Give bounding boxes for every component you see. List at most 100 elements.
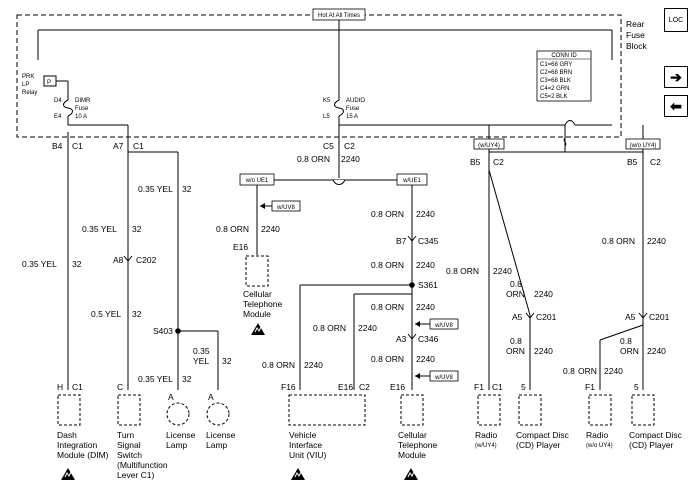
wire-viu1-label: 0.8 ORN [313, 323, 346, 333]
wire-cell1-label: 0.8 ORN [216, 224, 249, 234]
audio-fuse-word: Fuse [346, 106, 360, 112]
turn-name-3: Switch [117, 450, 142, 460]
radio1-box [477, 394, 501, 426]
esd-icon-cell1 [250, 322, 266, 336]
prk-relay-label-3: Relay [22, 90, 37, 96]
conn-a5-1: A5 [512, 312, 523, 322]
cd2-name-1: Compact Disc [629, 430, 683, 440]
pin-b4: B4 [52, 141, 63, 151]
cell1-name-1: Cellular [243, 289, 272, 299]
conn-id-row-2: C2=68 BRN [540, 70, 572, 76]
cd1-name-2: (CD) Player [516, 440, 561, 450]
option-w-uv8-2: w/UV8 [434, 323, 453, 329]
dimr-fuse-symbol [63, 99, 73, 117]
wire-r1-label: 0.8 ORN [371, 209, 404, 219]
turn-switch-box [117, 394, 141, 426]
wire-dim-label: 0.35 YEL [22, 259, 57, 269]
prk-relay-label-1: PRK [22, 74, 34, 80]
pin-c1-dim: C1 [72, 141, 83, 151]
wire-r3-circuit: 2240 [416, 302, 435, 312]
conn-id-row-5: C5=2 BLK [540, 94, 568, 100]
radio1-name: Radio [475, 430, 497, 440]
conn-c346: C346 [418, 334, 439, 344]
wire-cd4-label-b: ORN [578, 366, 597, 376]
cell2-name-1: Cellular [398, 430, 427, 440]
conn-id-row-3: C3=68 BLK [540, 78, 571, 84]
back-button[interactable]: ⬅ [664, 95, 688, 117]
conn-c346-symbol [407, 333, 417, 340]
wire-cd3-circuit: 2240 [647, 346, 666, 356]
lamp2-name-1: License [206, 430, 236, 440]
pin-b5-radio: B5 [470, 157, 481, 167]
dim-module-box [57, 394, 81, 426]
splice-s403-label: S403 [153, 326, 173, 336]
cell2-pin: E16 [390, 382, 405, 392]
wire-r2-label: 0.8 ORN [371, 260, 404, 270]
viu-pin-c2: C2 [359, 382, 370, 392]
arrow-right-icon: ➔ [670, 69, 682, 85]
viu-name-1: Vehicle [289, 430, 317, 440]
wire-cd3-label-b: ORN [620, 346, 639, 356]
rear-fuse-block-label-1: Rear [626, 19, 645, 29]
dim-name-1: Dash [57, 430, 77, 440]
dim-pin-h: H [57, 382, 63, 392]
license-lamp-2-symbol [206, 402, 230, 426]
option-w-ue1: w/UE1 [402, 178, 421, 184]
wire-turn-circuit-2: 32 [132, 309, 142, 319]
wire-dim-circuit: 32 [72, 259, 82, 269]
viu-pin-e16: E16 [338, 382, 353, 392]
forward-button[interactable]: ➔ [664, 66, 688, 88]
wire-r3-label: 0.8 ORN [371, 302, 404, 312]
wire-lamp-label-1: 0.35 YEL [138, 184, 173, 194]
pin-c5: C5 [323, 141, 334, 151]
wire-turn-label-1: 0.35 YEL [82, 224, 117, 234]
cell2-name-3: Module [398, 450, 426, 460]
audio-pin-in: K5 [323, 98, 331, 104]
cd2-pin: 5 [634, 382, 639, 392]
turn-name-5: Lever C1) [117, 470, 154, 480]
wire-lamp2-label-b: YEL [193, 356, 209, 366]
wire-cd1-label-a: 0.8 [510, 279, 522, 289]
dimr-pin-out: E4 [54, 114, 62, 120]
conn-c202-symbol [123, 255, 133, 262]
wire-cd4-circuit: 2240 [604, 366, 623, 376]
lamp1-pin-a: A [168, 392, 174, 402]
pin-c1-turn: C1 [133, 141, 144, 151]
wire-r4-label: 0.8 ORN [371, 354, 404, 364]
wire-r4-circuit: 2240 [416, 354, 435, 364]
wire-cd4-label-a: 0.8 [563, 366, 575, 376]
wire-cd2-circuit: 2240 [534, 346, 553, 356]
audio-fuse-rating: 15 A [346, 114, 358, 120]
conn-id-box [536, 50, 592, 102]
turn-pin-c: C [117, 382, 123, 392]
pin-a7: A7 [113, 141, 124, 151]
radio2-pin: F1 [585, 382, 595, 392]
wire-lamp2-label-a: 0.35 [193, 346, 210, 356]
esd-icon-dim [60, 467, 76, 481]
conn-id-row-4: C4=2 GRN [540, 86, 570, 92]
lamp1-name-2: Lamp [166, 440, 188, 450]
conn-c345-symbol [407, 235, 417, 242]
option-wo-ue1: w/o UE1 [245, 178, 269, 184]
svg-text:P: P [47, 80, 51, 86]
option-w-uv8-3: w/UV8 [434, 375, 453, 381]
radio1-pin-c1: C1 [492, 382, 503, 392]
pin-c2-cd: C2 [650, 157, 661, 167]
rear-fuse-block-label-2: Fuse [626, 30, 645, 40]
hot-at-all-times-label: Hot At All Times [318, 13, 360, 19]
cd2-name-2: (CD) Player [629, 440, 674, 450]
dim-name-2: Integration [57, 440, 97, 450]
arrow-left-icon: ⬅ [670, 98, 682, 114]
turn-name-4: (Multifunction [117, 460, 168, 470]
radio1-pin-f1: F1 [474, 382, 484, 392]
conn-a3: A3 [396, 334, 407, 344]
wire-radio-label: 0.8 ORN [446, 266, 479, 276]
pin-c2-radio: C2 [493, 157, 504, 167]
rear-fuse-block-label-3: Block [626, 41, 648, 51]
conn-a5-2: A5 [625, 312, 636, 322]
radio2-box [588, 394, 612, 426]
loc-button[interactable]: LOC [664, 8, 688, 32]
turn-name-2: Signal [117, 440, 141, 450]
audio-pin-out: L5 [323, 114, 330, 120]
wire-cd1-label-b: ORN [506, 289, 525, 299]
